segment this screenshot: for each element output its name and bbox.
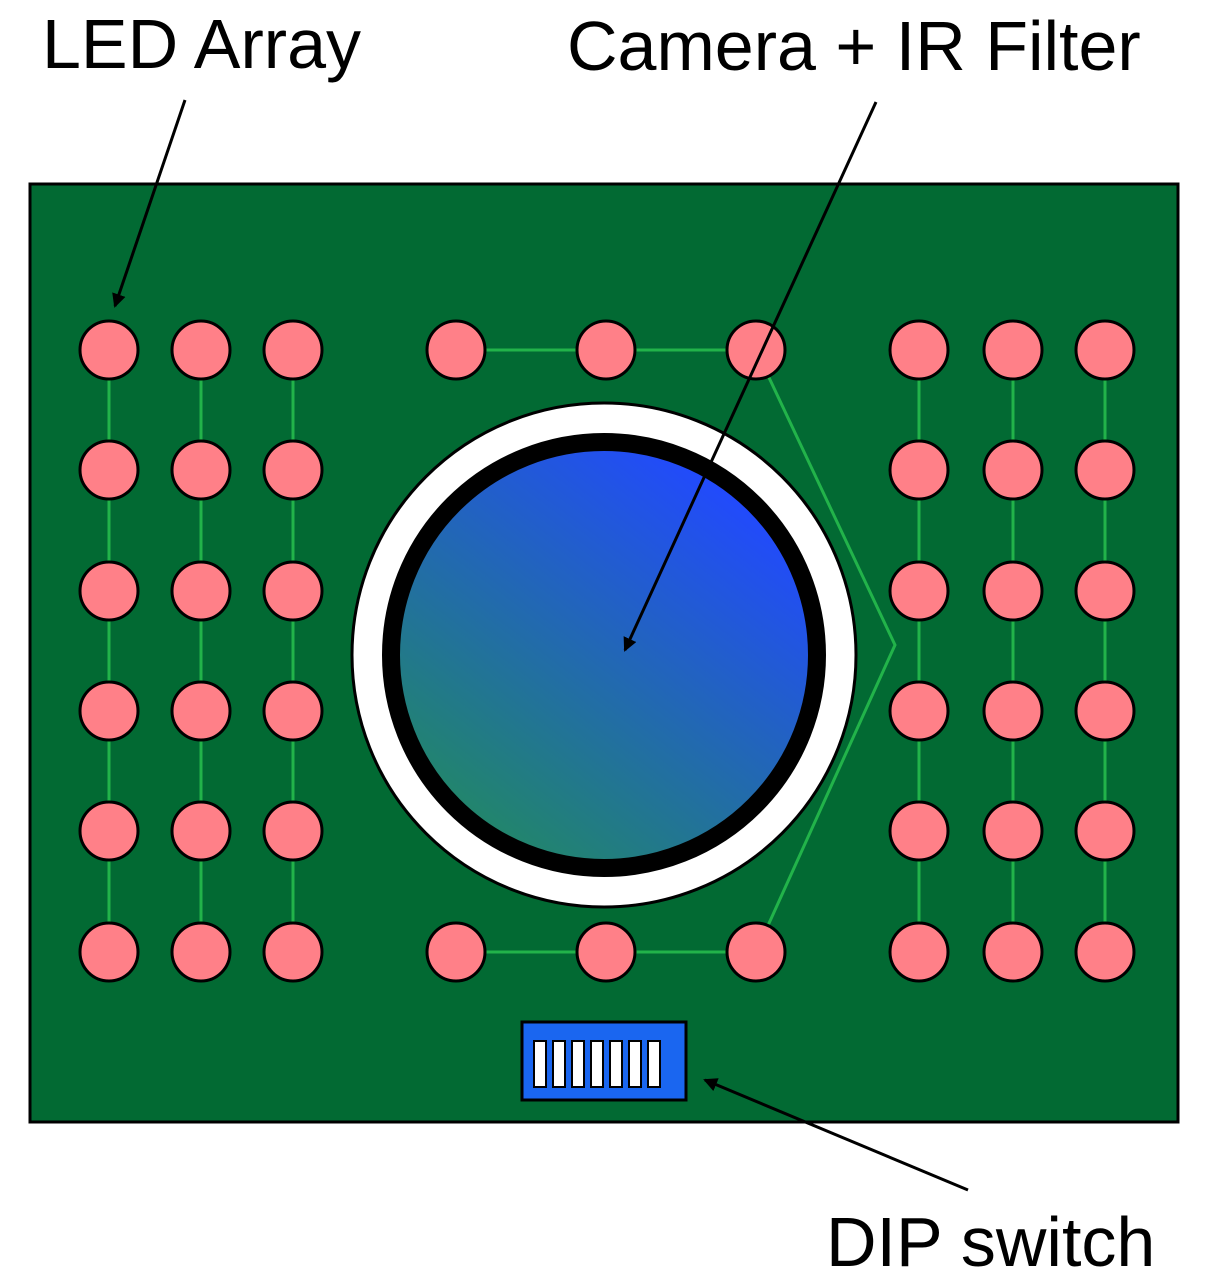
camera-lens xyxy=(350,401,858,909)
led xyxy=(888,800,950,862)
dip-toggle xyxy=(628,1040,642,1088)
led xyxy=(425,319,487,381)
callout-arrows xyxy=(112,99,969,1192)
led xyxy=(78,319,140,381)
led xyxy=(170,680,232,742)
led xyxy=(725,319,787,381)
led xyxy=(425,921,487,983)
led xyxy=(982,800,1044,862)
dip-toggle xyxy=(533,1040,547,1088)
camera-arrow xyxy=(623,101,878,652)
led xyxy=(78,680,140,742)
led-array xyxy=(78,319,1136,983)
led xyxy=(78,560,140,622)
led xyxy=(78,439,140,501)
camera-label: Camera + IR Filter xyxy=(567,7,1141,85)
dip-switch xyxy=(520,1020,688,1102)
dip-switch-arrow xyxy=(703,1078,969,1192)
led xyxy=(1074,439,1136,501)
dip-switch-toggles xyxy=(533,1040,661,1088)
led xyxy=(982,680,1044,742)
dip-switch-label: DIP switch xyxy=(826,1203,1155,1281)
led xyxy=(262,680,324,742)
led xyxy=(575,319,637,381)
led xyxy=(170,560,232,622)
led xyxy=(982,319,1044,381)
dip-toggle xyxy=(571,1040,585,1088)
dip-toggle xyxy=(647,1040,661,1088)
led xyxy=(262,921,324,983)
led xyxy=(982,439,1044,501)
ir-filter-lens xyxy=(382,433,826,877)
dip-toggle xyxy=(552,1040,566,1088)
led xyxy=(888,921,950,983)
led xyxy=(888,319,950,381)
led xyxy=(982,921,1044,983)
dip-toggle xyxy=(590,1040,604,1088)
led xyxy=(1074,560,1136,622)
led xyxy=(888,680,950,742)
led xyxy=(78,800,140,862)
led xyxy=(262,439,324,501)
led xyxy=(170,319,232,381)
led xyxy=(170,439,232,501)
led xyxy=(888,439,950,501)
led xyxy=(1074,319,1136,381)
led xyxy=(170,800,232,862)
led xyxy=(575,921,637,983)
led xyxy=(1074,680,1136,742)
led-array-label: LED Array xyxy=(42,5,361,83)
led xyxy=(262,319,324,381)
led xyxy=(1074,800,1136,862)
led xyxy=(170,921,232,983)
dip-toggle xyxy=(609,1040,623,1088)
led-array-arrow xyxy=(112,99,187,308)
led xyxy=(725,921,787,983)
led xyxy=(1074,921,1136,983)
led xyxy=(262,800,324,862)
led xyxy=(888,560,950,622)
led xyxy=(78,921,140,983)
led xyxy=(982,560,1044,622)
led xyxy=(262,560,324,622)
